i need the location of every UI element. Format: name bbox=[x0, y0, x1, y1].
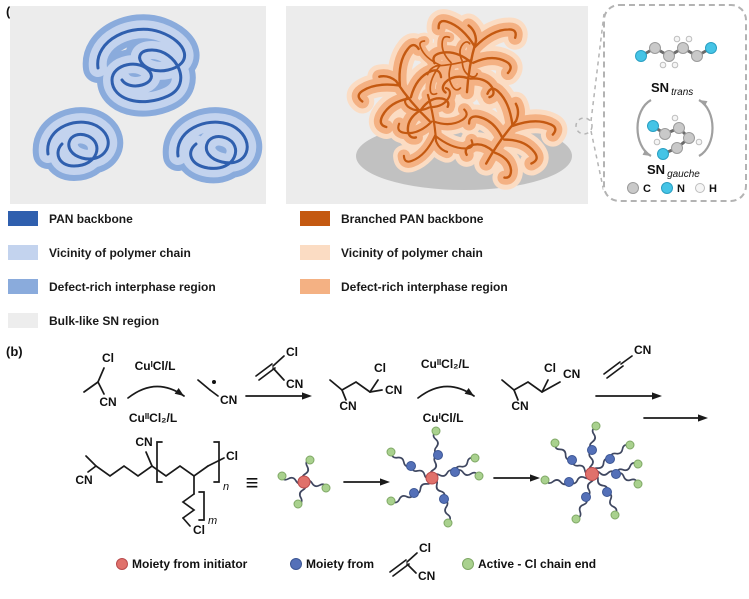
monomer-legend-structure: Cl CN bbox=[389, 541, 435, 583]
initiator-moiety-ball bbox=[297, 475, 311, 489]
legend-label: Vicinity of polymer chain bbox=[341, 245, 483, 260]
activation-equilibrium-arrow-2: CuᴵᴵCl₂/L CuᴵCl/L bbox=[417, 357, 475, 425]
monomer-addition-arrow-1: Cl CN bbox=[245, 345, 312, 400]
monoadduct-structure: CN Cl CN bbox=[329, 361, 402, 413]
nitrogen-label: N bbox=[677, 183, 685, 195]
legend-defect-orange: Defect-rich interphase region bbox=[300, 279, 508, 294]
chain-end-legend-label: Active - Cl chain end bbox=[478, 557, 596, 571]
initiator-moiety-ball bbox=[585, 467, 599, 481]
scheme-legend: Moiety from initiator Moiety from Cl CN … bbox=[116, 541, 596, 583]
legend-label: PAN backbone bbox=[49, 211, 133, 226]
initiator-moiety-ball bbox=[425, 471, 439, 485]
linear-pan-chains-graphic bbox=[10, 6, 266, 204]
svg-text:CuᴵCl/L: CuᴵCl/L bbox=[423, 411, 464, 425]
dormant-chloride-structure: CN Cl CN bbox=[501, 361, 580, 413]
svg-text:CN: CN bbox=[563, 367, 580, 381]
branched-polymer-formula: CN CN Cl n m Cl bbox=[75, 435, 238, 537]
svg-text:CuᴵCl/L: CuᴵCl/L bbox=[135, 359, 176, 373]
svg-text:CN: CN bbox=[339, 399, 356, 413]
swatch-defect-blue bbox=[8, 279, 38, 294]
close-bracket bbox=[213, 441, 220, 483]
legend-vicinity-orange: Vicinity of polymer chain bbox=[300, 245, 483, 260]
branched-pan-schematic-box bbox=[286, 6, 588, 204]
carbon-label: C bbox=[643, 183, 651, 195]
svg-text:CN: CN bbox=[135, 435, 152, 449]
svg-text:CuᴵᴵCl₂/L: CuᴵᴵCl₂/L bbox=[421, 357, 469, 371]
branched-pan-chains-graphic bbox=[286, 6, 572, 204]
swatch-pan-backbone bbox=[8, 211, 38, 226]
svg-text:n: n bbox=[223, 481, 229, 493]
swatch-defect-orange bbox=[300, 279, 330, 294]
legend-label: Bulk-like SN region bbox=[49, 313, 160, 328]
swatch-vicinity-orange bbox=[300, 245, 330, 260]
branched-macroinitiator-small bbox=[277, 455, 331, 509]
svg-text:CN: CN bbox=[511, 399, 528, 413]
svg-text:Cl: Cl bbox=[374, 361, 386, 375]
growth-arrow-2 bbox=[493, 474, 540, 482]
legend-vicinity-blue: Vicinity of polymer chain bbox=[8, 245, 191, 260]
svg-text:CN: CN bbox=[418, 569, 435, 583]
hydrogen-ball bbox=[695, 183, 705, 193]
chain-end-legend-ball bbox=[462, 558, 474, 570]
legend-label: Branched PAN backbone bbox=[341, 211, 484, 226]
svg-text:Cl: Cl bbox=[544, 361, 556, 375]
svg-text:Cl: Cl bbox=[286, 345, 298, 359]
initiator-legend-ball bbox=[116, 558, 128, 570]
monomer-legend-ball bbox=[290, 558, 302, 570]
carbon-ball bbox=[627, 182, 639, 194]
svg-text:CuᴵᴵCl₂/L: CuᴵᴵCl₂/L bbox=[129, 411, 177, 425]
activation-equilibrium-arrow-1: CuᴵCl/L CuᴵᴵCl₂/L bbox=[127, 359, 185, 425]
hydrogen-label: H bbox=[709, 183, 717, 195]
sn-gauche-molecule bbox=[647, 114, 703, 160]
monomer-legend-label: Moiety from bbox=[306, 557, 374, 571]
svg-text:CN: CN bbox=[220, 393, 237, 407]
reaction-scheme: Cl CN CuᴵCl/L CuᴵᴵCl₂/L CN Cl CN bbox=[75, 343, 708, 583]
svg-text:CN: CN bbox=[99, 395, 116, 409]
legend-branched-backbone: Branched PAN backbone bbox=[300, 211, 483, 226]
close-bracket-branch bbox=[198, 491, 205, 521]
inset-callout-lines bbox=[575, 13, 605, 193]
legend-label: Vicinity of polymer chain bbox=[49, 245, 191, 260]
svg-text:CN: CN bbox=[385, 383, 402, 397]
legend-label: Defect-rich interphase region bbox=[341, 279, 508, 294]
branched-polymer-medium bbox=[386, 426, 484, 528]
legend-pan-backbone: PAN backbone bbox=[8, 211, 133, 226]
swatch-bulk-sn bbox=[8, 313, 38, 328]
monomer-addition-arrow-2: CN bbox=[595, 343, 662, 400]
swatch-branched-backbone bbox=[300, 211, 330, 226]
svg-text:Cl: Cl bbox=[419, 541, 431, 555]
sn-trans-molecule bbox=[635, 35, 717, 69]
initiator-structure: Cl CN bbox=[83, 351, 117, 409]
growth-arrow-1 bbox=[343, 478, 390, 486]
svg-text:Cl: Cl bbox=[102, 351, 114, 365]
svg-text:Cl: Cl bbox=[226, 449, 238, 463]
continuation-arrow bbox=[643, 414, 708, 422]
svg-text:Cl: Cl bbox=[193, 523, 205, 537]
svg-text:CN: CN bbox=[286, 377, 303, 391]
svg-text:CN: CN bbox=[75, 473, 92, 487]
conformer-cycle-arrows bbox=[636, 99, 714, 157]
legend-defect-blue: Defect-rich interphase region bbox=[8, 279, 216, 294]
atom-legend: C N H bbox=[627, 182, 717, 195]
swatch-vicinity-blue bbox=[8, 245, 38, 260]
radical-structure: CN bbox=[197, 379, 237, 407]
legend-label: Defect-rich interphase region bbox=[49, 279, 216, 294]
linear-pan-schematic-box bbox=[10, 6, 266, 204]
legend-bulk-sn: Bulk-like SN region bbox=[8, 313, 159, 328]
svg-text:m: m bbox=[208, 515, 217, 527]
equivalence-symbol: ≡ bbox=[246, 470, 259, 495]
initiator-legend-label: Moiety from initiator bbox=[132, 557, 248, 571]
open-bracket bbox=[156, 441, 163, 483]
svg-text:CN: CN bbox=[634, 343, 651, 357]
panel-b-label: (b) bbox=[6, 344, 23, 359]
branched-polymer-large bbox=[540, 421, 643, 524]
nitrogen-ball bbox=[661, 182, 673, 194]
radical-dot bbox=[212, 380, 216, 384]
